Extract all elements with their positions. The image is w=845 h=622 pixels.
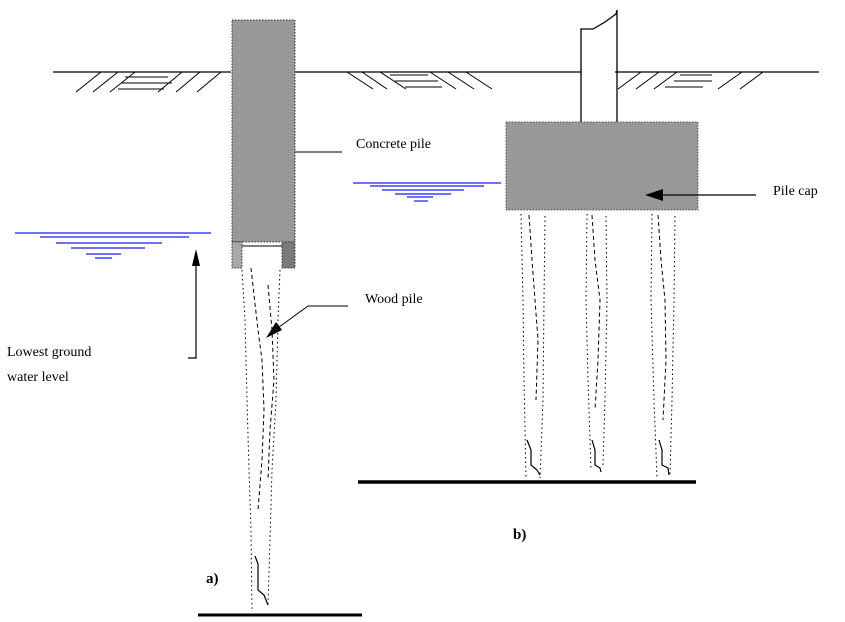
pile-cap-label: Pile cap bbox=[773, 184, 818, 199]
wood-pile-leader bbox=[266, 305, 348, 338]
water-level-b bbox=[353, 182, 501, 202]
wood-pile-label: Wood pile bbox=[365, 292, 423, 307]
concrete-pile bbox=[231, 19, 296, 269]
concrete-pile-label: Concrete pile bbox=[356, 137, 431, 152]
column-stub bbox=[580, 9, 618, 123]
wood-pile-b-2 bbox=[585, 213, 608, 473]
wood-pile-b-1 bbox=[520, 213, 546, 479]
panel-a-caption: a) bbox=[206, 571, 219, 587]
groundwater-arrow bbox=[188, 249, 200, 359]
wood-pile-b-3 bbox=[650, 213, 676, 479]
groundwater-label-line1: Lowest ground bbox=[7, 345, 91, 360]
soil-hatch-a bbox=[75, 71, 222, 93]
water-level-a bbox=[15, 232, 211, 259]
soil-hatch-mid bbox=[346, 71, 493, 90]
wood-pile-a bbox=[241, 267, 281, 613]
pile-cap-leader bbox=[645, 189, 756, 201]
pile-cap bbox=[505, 121, 699, 211]
soil-hatch-right bbox=[617, 71, 764, 90]
panel-b-caption: b) bbox=[513, 527, 526, 543]
groundwater-label-line2: water level bbox=[7, 370, 69, 385]
